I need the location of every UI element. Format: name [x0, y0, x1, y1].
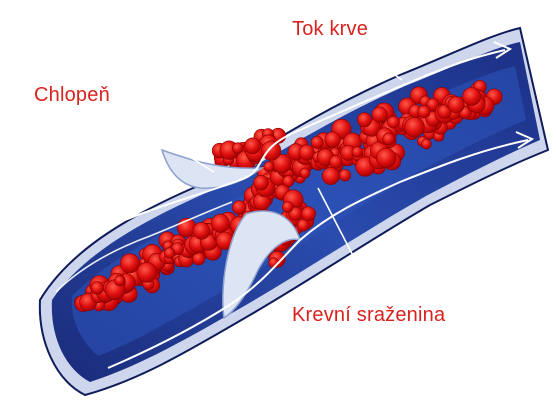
clot-cell [383, 133, 395, 145]
clot-cell [264, 162, 274, 172]
clot-cell [164, 248, 175, 259]
clot-cell [254, 175, 269, 190]
clot-cell [329, 155, 342, 168]
clot-cell [300, 168, 310, 178]
clot-cell [245, 138, 261, 154]
clot-cell [301, 207, 315, 221]
clot-cell [325, 132, 341, 148]
clot-cell [405, 117, 425, 137]
clot-cell [372, 107, 387, 122]
clot-cell [283, 176, 294, 187]
label-blood-clot: Krevní sraženina [292, 304, 445, 327]
clot-cell [339, 170, 351, 182]
clot-cell [211, 214, 229, 232]
clot-cell [282, 202, 293, 213]
clot-cell [322, 167, 339, 184]
clot-cell [232, 143, 243, 154]
clot-cell [120, 254, 139, 273]
clot-cell [387, 116, 399, 128]
label-blood-flow: Tok krve [292, 18, 368, 41]
clot-cell [311, 136, 323, 148]
clot-cell [352, 147, 363, 158]
clot-cell [357, 113, 371, 127]
leader-line-blood-flow [352, 44, 402, 80]
clot-cell [137, 263, 157, 283]
clot-cell [463, 88, 481, 106]
clot-cell [299, 145, 314, 160]
clot-cell [91, 282, 104, 295]
label-valve: Chlopeň [34, 84, 110, 107]
clot-cell [376, 148, 396, 168]
leader-line-valve [118, 112, 214, 172]
clot-cell [418, 106, 430, 118]
clot-cell [193, 222, 210, 239]
clot-cell [421, 139, 431, 149]
clot-cell [448, 97, 464, 113]
clot-cell [115, 276, 125, 286]
